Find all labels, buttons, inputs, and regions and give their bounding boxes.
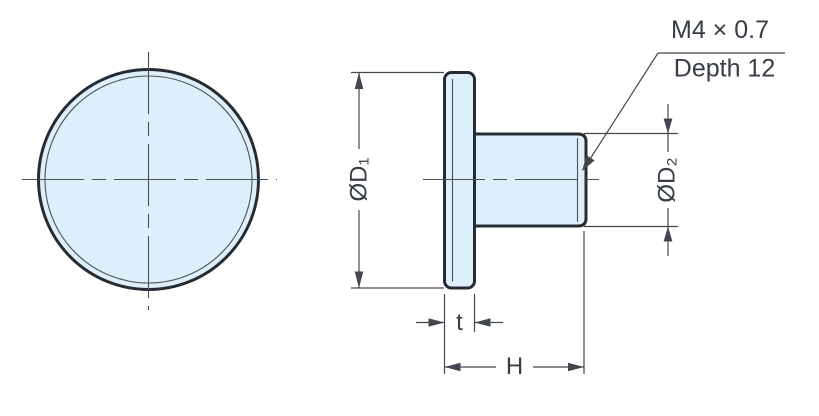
h-arrowhead-right xyxy=(568,362,584,372)
d2-arrowhead-top xyxy=(663,118,673,134)
dimension-t: t xyxy=(416,294,503,374)
dimension-d2: ØD₂ xyxy=(584,104,681,256)
front-view xyxy=(22,52,277,310)
callout-leader-line xyxy=(582,52,659,171)
thread-callout: M4 × 0.7 Depth 12 xyxy=(582,16,785,171)
dimension-h: H xyxy=(444,231,585,380)
t-arrowhead-left xyxy=(428,318,445,327)
d1-arrowhead-top xyxy=(354,72,364,89)
callout-leader-arrowhead xyxy=(582,155,595,171)
h-arrowhead-left xyxy=(444,362,461,372)
thread-depth-text: Depth 12 xyxy=(674,55,775,83)
d2-arrowhead-bottom xyxy=(663,226,673,242)
thread-spec-text: M4 × 0.7 xyxy=(671,16,769,44)
t-label: t xyxy=(456,309,463,336)
dimension-d1: ØD₁ xyxy=(346,71,444,289)
d2-label: ØD₂ xyxy=(654,157,681,202)
d1-arrowhead-bottom xyxy=(354,271,364,288)
side-view xyxy=(423,71,599,290)
side-view-flange xyxy=(443,71,476,290)
h-label: H xyxy=(506,353,523,380)
t-arrowhead-right xyxy=(474,318,491,327)
d1-label: ØD₁ xyxy=(346,157,373,201)
